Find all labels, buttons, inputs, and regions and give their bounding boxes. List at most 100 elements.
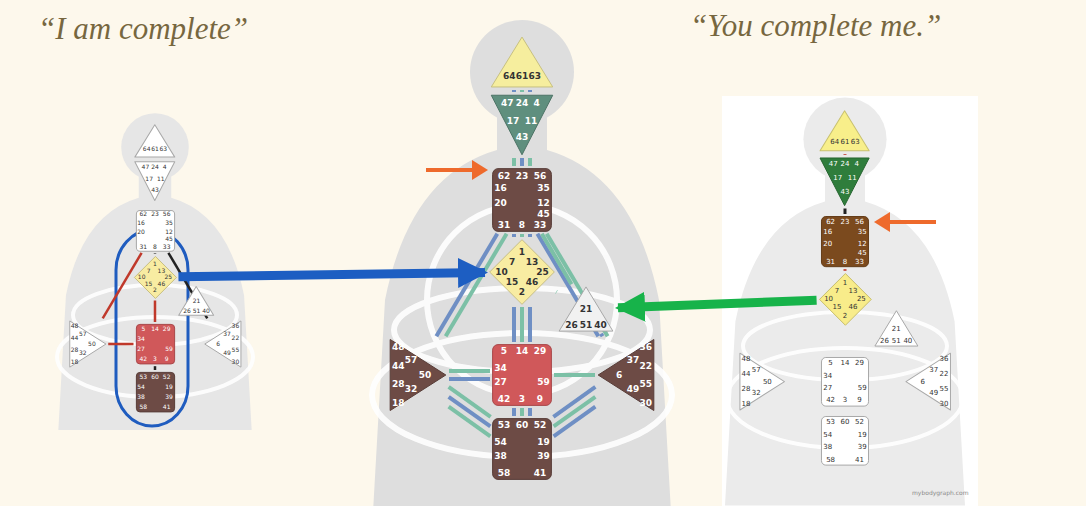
body-silhouette [372,20,672,506]
channel-line [528,90,532,92]
channel-line [520,158,524,166]
gate-number: 2 [153,287,157,293]
gate-number: 61 [151,146,159,152]
gate-number: 33 [855,258,864,265]
gate-number: 13 [158,268,166,274]
center-box: 47244171143 [134,161,176,201]
channel-line [449,407,491,437]
channel-line [449,369,490,373]
gate-number: 62 [139,211,147,217]
gate-number: 63 [851,139,860,146]
channel-line [512,234,516,237]
center-box: 47244171143 [819,157,870,207]
gate-number: 43 [841,188,850,195]
gate-number: 53 [139,374,147,380]
gate-number: 4 [855,161,859,168]
gate-number: 46 [158,281,166,287]
center-shape [819,110,870,152]
pointer-arrow [618,300,817,308]
gate-number: 63 [159,146,167,152]
gate-number: 6 [216,341,220,347]
channel-line [520,90,524,92]
center-box: 48574450322818 [739,352,785,411]
gate-number: 6 [920,378,924,385]
gate-number: 42 [139,356,147,362]
gate-number: 17 [833,175,842,182]
gate-number: 39 [858,443,867,450]
gate-number: 14 [151,326,159,332]
gate-number: 40 [594,320,607,329]
center-box: 646163 [819,110,870,152]
ground-patch [0,430,330,506]
gate-number: 46 [526,277,539,286]
center-shape [490,36,554,88]
gate-number: 12 [858,240,867,247]
watermark: mybodygraph.com [912,490,969,497]
center-box: 47244171143 [490,94,554,156]
gate-number: 3 [843,397,847,404]
center-box: 48574450322818 [389,338,447,412]
gate-number: 18 [392,399,405,408]
channel-line [554,290,558,294]
gate-number: 43 [516,133,529,142]
gate-number: 54 [137,384,145,390]
highlight-outline [116,230,188,426]
gate-number: 29 [855,359,864,366]
channel-line [520,234,524,237]
channel-line [512,307,516,342]
gate-number: 35 [165,220,173,226]
gate-number: 38 [137,394,145,400]
gate-number: 27 [494,378,507,387]
gate-number: 30 [232,359,240,365]
pointer-arrow [426,160,488,180]
gate-number: 16 [823,229,832,236]
gate-number: 38 [494,452,507,461]
channel-line [843,208,846,214]
gate-number: 26 [880,338,889,345]
gate-number: 64 [830,139,839,146]
gate-number: 50 [419,371,432,380]
gate-number: 16 [494,184,507,193]
gate-number: 2 [519,288,525,297]
gate-number: 56 [855,219,864,226]
gate-number: 36 [940,356,949,363]
gate-number: 52 [163,374,171,380]
gate-number: 11 [848,175,857,182]
gate-number: 32 [752,389,761,396]
channel-line [553,387,595,417]
channel-line [449,377,490,381]
channel-rings [57,285,963,448]
center-box: 1713251015462 [489,239,555,305]
gate-number: 49 [223,350,231,356]
gate-number: 46 [848,304,857,311]
gate-number: 7 [835,288,839,295]
gate-number: 5 [828,359,832,366]
center-box: 48574450322818 [69,320,107,368]
gate-number: 48 [71,323,79,329]
gate-number: 61 [841,139,850,146]
gate-number: 47 [501,99,514,108]
gate-number: 47 [829,161,838,168]
gate-number: 23 [841,219,850,226]
gate-number: 22 [639,362,652,371]
gate-number: 23 [516,171,529,180]
gate-number: 8 [843,258,847,265]
center-box: 536052541938395841 [821,416,869,466]
gate-number: 34 [494,363,507,372]
gate-number: 45 [165,236,173,242]
channel-line [843,269,846,271]
gate-number: 27 [823,384,832,391]
gate-number: 15 [506,277,519,286]
gate-number: 59 [165,346,173,352]
gate-number: 36 [232,323,240,329]
gate-number: 33 [163,244,171,250]
gate-number: 60 [151,374,159,380]
center-box: 514293427594239 [136,324,175,364]
gate-number: 57 [752,366,761,373]
gate-number: 21 [580,305,593,314]
gate-number: 64 [143,146,151,152]
center-box: 3622376495530 [597,338,655,412]
gate-number: 40 [202,308,210,314]
gate-number: 5 [141,326,145,332]
channel-line [554,373,595,377]
